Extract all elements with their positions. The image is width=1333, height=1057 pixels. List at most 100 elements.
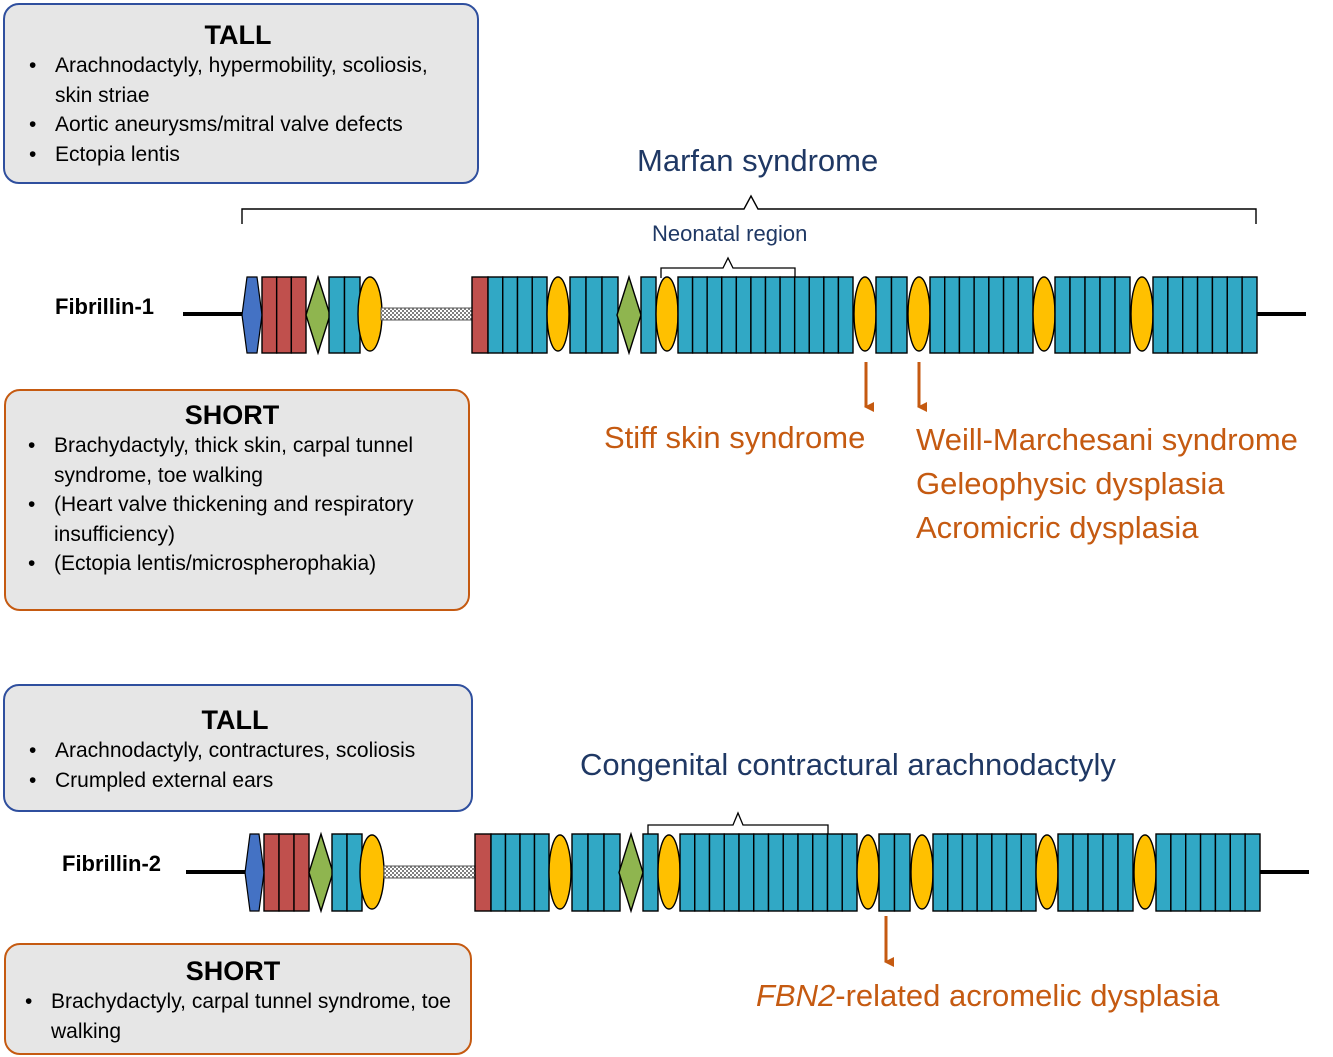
egf-domain bbox=[782, 833, 799, 912]
cysteine-domain bbox=[275, 276, 293, 354]
fbn2-tall-heading: TALL bbox=[201, 705, 269, 735]
egf-domain bbox=[490, 833, 507, 912]
fbn1-tall-item: Aortic aneurysms/mitral valve defects bbox=[29, 110, 467, 140]
egf-domain bbox=[991, 833, 1008, 912]
fbn2-disease-rest: -related acromelic dysplasia bbox=[835, 978, 1220, 1013]
fbn1-short-item: (Heart valve thickening and respiratory … bbox=[28, 490, 458, 549]
fbn2-syndrome-title: Congenital contractural arachnodactyly bbox=[580, 747, 1116, 782]
egf-domain bbox=[947, 833, 964, 912]
tb-domain bbox=[546, 276, 570, 352]
egf-domain bbox=[1196, 276, 1214, 354]
fbn1-tall-box: TALL Arachnodactyly, hypermobility, scol… bbox=[3, 3, 479, 184]
egf-domain bbox=[841, 833, 858, 912]
egf-domain bbox=[723, 833, 740, 912]
egf-domain bbox=[1226, 276, 1243, 354]
egf-domain bbox=[767, 833, 784, 912]
egf-domain bbox=[1152, 276, 1169, 354]
cysteine-domain bbox=[261, 276, 278, 354]
egf-domain bbox=[932, 833, 949, 912]
egf-domain bbox=[1087, 833, 1104, 912]
fbn1-domain-row bbox=[183, 274, 1306, 356]
egf-domain bbox=[1114, 276, 1131, 354]
hybrid-domain bbox=[305, 274, 331, 356]
tb-domain bbox=[1130, 276, 1154, 352]
egf-domain bbox=[890, 276, 908, 354]
fbn1-neonatal-label: Neonatal region bbox=[652, 221, 808, 246]
fbn2-short-list: Brachydactyly, carpal tunnel syndrome, t… bbox=[6, 987, 460, 1046]
egf-domain bbox=[738, 833, 755, 912]
egf-domain bbox=[487, 276, 504, 354]
fbn1-acromelic-2: Geleophysic dysplasia bbox=[916, 466, 1225, 501]
egf-domain bbox=[1099, 276, 1116, 354]
egf-domain bbox=[1241, 276, 1258, 354]
fbn1-stiff-skin-label: Stiff skin syndrome bbox=[604, 420, 866, 455]
egf-domain bbox=[1185, 833, 1202, 912]
fbn2-disease-label: FBN2-related acromelic dysplasia bbox=[756, 974, 1219, 1018]
egf-domain bbox=[587, 833, 605, 912]
fbn1-tall-item: Arachnodactyly, hypermobility, scoliosis… bbox=[29, 51, 467, 110]
fbn2-protein-label: Fibrillin-2 bbox=[62, 851, 161, 876]
fbn1-acromelic-1: Weill-Marchesani syndrome bbox=[916, 422, 1298, 457]
egf-domain bbox=[504, 833, 521, 912]
tb-domain bbox=[1133, 834, 1157, 910]
egf-domain bbox=[721, 276, 738, 354]
fbn1-marfan-brace bbox=[241, 194, 1257, 224]
egf-domain bbox=[1117, 833, 1134, 912]
egf-domain bbox=[961, 833, 978, 912]
egf-domain bbox=[1229, 833, 1246, 912]
fbn1-tall-list: Arachnodactyly, hypermobility, scoliosis… bbox=[9, 51, 467, 169]
egf-domain bbox=[808, 276, 825, 354]
egf-domain bbox=[694, 833, 711, 912]
egf-domain bbox=[1020, 833, 1037, 912]
tb-domain bbox=[657, 834, 681, 910]
egf-domain bbox=[1199, 833, 1217, 912]
egf-domain bbox=[1211, 276, 1228, 354]
egf-domain bbox=[331, 833, 348, 912]
fbn1-short-heading: SHORT bbox=[184, 400, 280, 430]
proline-rich-region bbox=[380, 307, 473, 321]
egf-domain bbox=[569, 276, 587, 354]
egf-domain bbox=[502, 276, 519, 354]
fbn2-tall-box: TALL Arachnodactyly, contractures, scoli… bbox=[3, 684, 473, 812]
fbn1-short-item: Brachydactyly, thick skin, carpal tunnel… bbox=[28, 431, 458, 490]
egf-domain bbox=[988, 276, 1005, 354]
egf-domain bbox=[1005, 833, 1022, 912]
fbn2-short-item: Brachydactyly, carpal tunnel syndrome, t… bbox=[25, 987, 460, 1046]
fbn1-tall-item: Ectopia lentis bbox=[29, 140, 467, 170]
egf-domain bbox=[533, 833, 550, 912]
hybrid-domain bbox=[618, 831, 644, 914]
egf-domain bbox=[823, 276, 840, 354]
egf-domain bbox=[1084, 276, 1101, 354]
egf-domain bbox=[691, 276, 708, 354]
egf-domain bbox=[753, 833, 770, 912]
cysteine-domain bbox=[290, 276, 307, 354]
tb-domain bbox=[1035, 834, 1059, 910]
egf-domain bbox=[1102, 833, 1119, 912]
hybrid-domain bbox=[616, 274, 642, 356]
cysteine-domain bbox=[278, 833, 295, 912]
tb-domain bbox=[1032, 276, 1056, 352]
egf-domain bbox=[826, 833, 843, 912]
egf-domain bbox=[976, 833, 993, 912]
egf-domain bbox=[929, 276, 946, 354]
cysteine-domain bbox=[263, 833, 280, 912]
fbn1-acromelic-3: Acromicric dysplasia bbox=[916, 510, 1199, 545]
fbn1-tall-heading: TALL bbox=[204, 20, 272, 50]
egf-domain bbox=[1182, 276, 1199, 354]
egf-domain bbox=[944, 276, 961, 354]
egf-domain bbox=[1002, 276, 1019, 354]
n-terminal-domain bbox=[244, 833, 265, 912]
tb-domain bbox=[548, 834, 572, 910]
egf-domain bbox=[1155, 833, 1172, 912]
egf-domain bbox=[764, 276, 781, 354]
cysteine-domain bbox=[474, 833, 492, 912]
fbn1-short-item: (Ectopia lentis/microspherophakia) bbox=[28, 549, 458, 579]
tb-domain bbox=[910, 834, 934, 910]
egf-domain bbox=[328, 276, 346, 354]
cysteine-domain bbox=[293, 833, 310, 912]
egf-domain bbox=[679, 833, 696, 912]
egf-domain bbox=[1167, 276, 1184, 354]
egf-domain bbox=[601, 276, 619, 354]
tb-domain bbox=[853, 276, 877, 352]
